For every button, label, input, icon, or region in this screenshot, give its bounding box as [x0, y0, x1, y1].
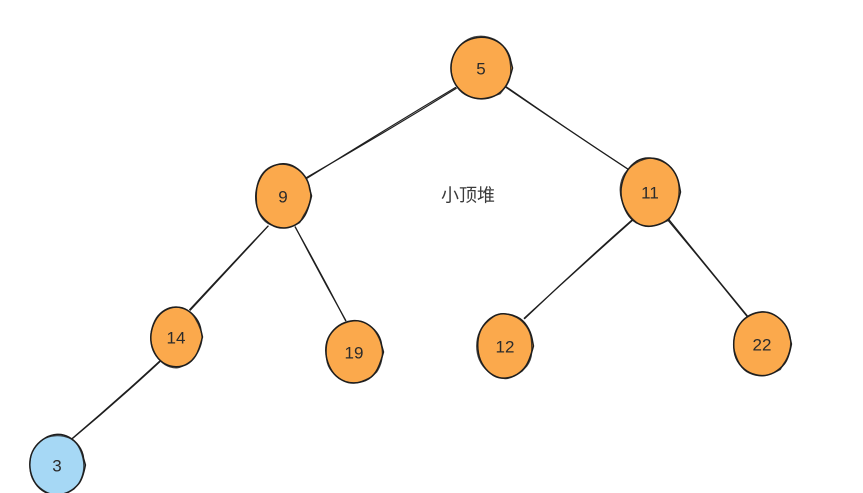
- edge-stroke: [667, 219, 748, 318]
- node-shape-overstroke: [255, 163, 312, 229]
- node-shape-overstroke: [29, 435, 85, 493]
- node-shape-overstroke: [450, 35, 512, 100]
- tree-edge: [505, 86, 630, 171]
- tree-edge: [523, 219, 634, 320]
- node-shape-overstroke: [476, 313, 533, 380]
- nodes-layer: 5 9 11 14 19 12 22 3: [29, 35, 793, 493]
- tree-node-12[interactable]: 12: [476, 313, 535, 380]
- tree-edge: [667, 218, 749, 318]
- heap-caption: 小顶堆: [441, 186, 495, 207]
- tree-node-11[interactable]: 11: [619, 157, 682, 228]
- tree-node-19[interactable]: 19: [325, 319, 385, 384]
- tree-node-5[interactable]: 5: [450, 35, 514, 100]
- edge-stroke: [294, 226, 347, 322]
- edge-stroke: [523, 219, 634, 319]
- tree-node-22[interactable]: 22: [732, 311, 793, 377]
- edge-stroke: [189, 225, 269, 311]
- node-shape-overstroke: [733, 311, 792, 377]
- tree-edge: [189, 225, 269, 311]
- edge-stroke: [668, 218, 749, 317]
- edge-stroke: [305, 86, 457, 180]
- edge-stroke: [70, 360, 160, 440]
- node-shape-overstroke: [619, 157, 680, 228]
- edges-layer: [70, 86, 749, 440]
- node-shape-overstroke: [150, 306, 203, 369]
- edge-stroke: [505, 86, 630, 171]
- tree-node-14[interactable]: 14: [150, 306, 204, 369]
- tree-edge: [294, 226, 347, 322]
- tree-node-9[interactable]: 9: [255, 163, 313, 229]
- node-shape-overstroke: [325, 320, 383, 384]
- tree-edge: [70, 360, 161, 440]
- tree-node-3[interactable]: 3: [29, 433, 87, 493]
- node-shape: [150, 306, 204, 368]
- tree-edge: [305, 86, 457, 180]
